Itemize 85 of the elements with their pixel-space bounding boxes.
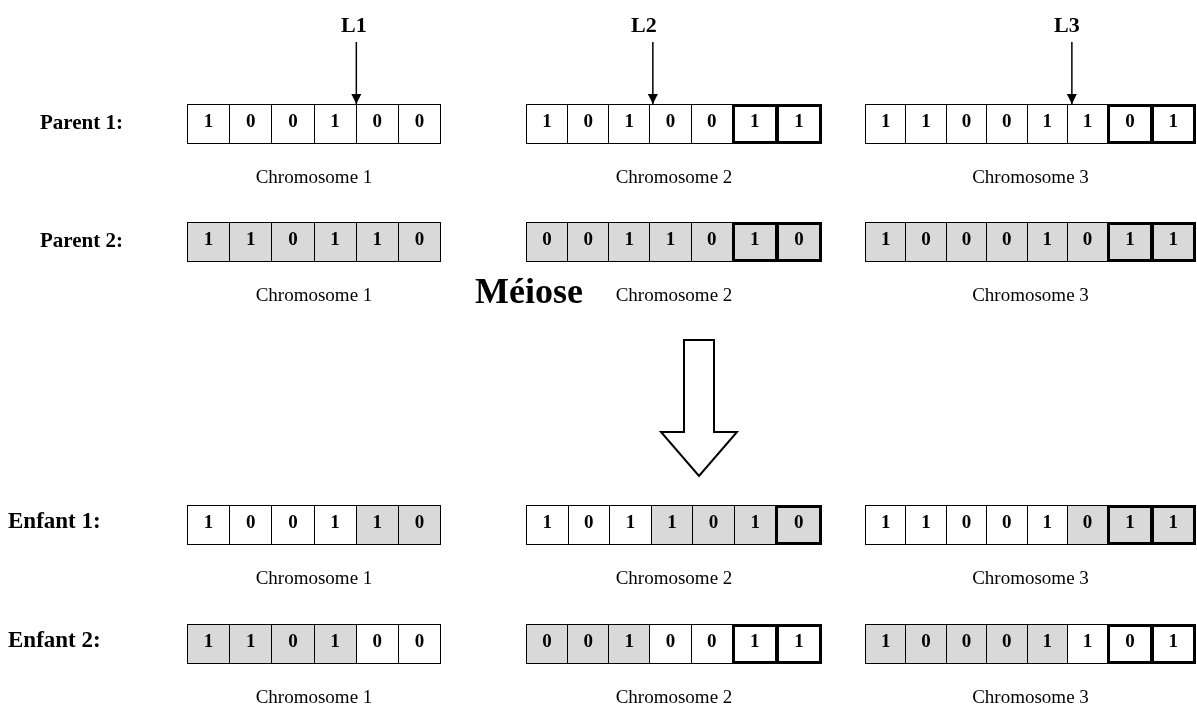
- chromosome-label: Chromosome 1: [255, 166, 373, 188]
- gene-cell: 1: [866, 223, 907, 261]
- chromosome-bar: [187, 624, 441, 664]
- chromosome-label: Chromosome 3: [972, 166, 1089, 188]
- chromosome-bar: [526, 505, 822, 545]
- chromosome-bar: [187, 222, 441, 262]
- chromosome-label: Chromosome 1: [255, 567, 373, 589]
- chromosome-bar: [865, 505, 1196, 545]
- gene-cell: 1: [609, 223, 651, 261]
- gene-cell: 1: [732, 625, 777, 663]
- gene-cell: 1: [356, 223, 399, 261]
- chromosome-label: Chromosome 2: [615, 284, 733, 306]
- gene-cell: 0: [776, 223, 821, 261]
- gene-cell: 0: [398, 223, 441, 261]
- gene-cell: 1: [609, 625, 651, 663]
- gene-cell: 1: [1108, 506, 1152, 544]
- gene-cell: 1: [188, 223, 231, 261]
- chromosome-label: Chromosome 1: [255, 686, 373, 708]
- chromosome-label: Chromosome 2: [615, 686, 733, 708]
- gene-cell: 1: [776, 625, 821, 663]
- gene-cell: 1: [230, 625, 273, 663]
- gene-cell: 1: [1151, 506, 1195, 544]
- gene-cell: 0: [691, 223, 733, 261]
- row-label: Parent 2:: [40, 228, 123, 253]
- chromosome-label: Chromosome 3: [972, 686, 1089, 708]
- arrow: [1066, 41, 1078, 105]
- chromosome-bar: [526, 624, 822, 664]
- locus-label: L2: [631, 12, 657, 38]
- gene-cell: 1: [650, 223, 692, 261]
- chromosome-bar: [865, 624, 1196, 664]
- gene-cell: 1: [734, 506, 777, 544]
- gene-cell: 0: [568, 625, 610, 663]
- locus-label: L1: [341, 12, 367, 38]
- gene-cell: 0: [776, 506, 822, 544]
- gene-cell: 0: [987, 223, 1028, 261]
- gene-cell: 1: [1151, 625, 1195, 663]
- gene-cell: 1: [1108, 223, 1152, 261]
- row-label: Enfant 1:: [8, 508, 101, 534]
- gene-cell: 1: [1027, 223, 1068, 261]
- gene-cell: 1: [314, 223, 357, 261]
- locus-label: L3: [1054, 12, 1080, 38]
- process-label: Méiose: [475, 270, 583, 312]
- gene-cell: 0: [527, 223, 569, 261]
- gene-cell: 0: [568, 223, 610, 261]
- chromosome-bar: [187, 104, 441, 144]
- gene-cell: 1: [732, 223, 777, 261]
- gene-cell: 0: [272, 625, 315, 663]
- gene-cell: 1: [314, 625, 357, 663]
- gene-cell: 0: [946, 223, 988, 261]
- chromosome-bar: [526, 222, 822, 262]
- chromosome-bar: [187, 505, 441, 545]
- chromosome-label: Chromosome 3: [972, 567, 1089, 589]
- gene-cell: 0: [1067, 223, 1109, 261]
- gene-cell: 0: [398, 506, 441, 544]
- chromosome-label: Chromosome 1: [255, 284, 373, 306]
- gene-cell: 1: [230, 223, 273, 261]
- arrow: [647, 41, 659, 105]
- gene-cell: 1: [188, 625, 231, 663]
- gene-cell: 1: [776, 105, 821, 143]
- row-label: Enfant 2:: [8, 627, 101, 653]
- gene-cell: 1: [1151, 223, 1195, 261]
- chromosome-bar: [865, 222, 1196, 262]
- gene-cell: 0: [987, 625, 1028, 663]
- gene-cell: 1: [732, 105, 777, 143]
- gene-cell: 1: [1027, 625, 1068, 663]
- gene-cell: 1: [356, 506, 399, 544]
- gene-cell: 0: [906, 223, 947, 261]
- row-label: Parent 1:: [40, 110, 123, 135]
- gene-cell: 0: [1067, 506, 1109, 544]
- chromosome-label: Chromosome 2: [615, 166, 733, 188]
- gene-cell: 0: [693, 506, 735, 544]
- gene-cell: 0: [527, 625, 569, 663]
- gene-cell: 0: [272, 223, 315, 261]
- gene-cell: 0: [1108, 625, 1152, 663]
- chromosome-bar: [865, 104, 1196, 144]
- gene-cell: 0: [906, 625, 947, 663]
- gene-cell: 1: [651, 506, 694, 544]
- gene-cell: 0: [1108, 105, 1152, 143]
- gene-cell: 1: [866, 625, 907, 663]
- gene-cell: 0: [946, 625, 988, 663]
- gene-cell: 1: [1151, 105, 1195, 143]
- chromosome-label: Chromosome 3: [972, 284, 1089, 306]
- chromosome-bar: [526, 104, 822, 144]
- chromosome-label: Chromosome 2: [615, 567, 733, 589]
- arrow: [351, 41, 362, 105]
